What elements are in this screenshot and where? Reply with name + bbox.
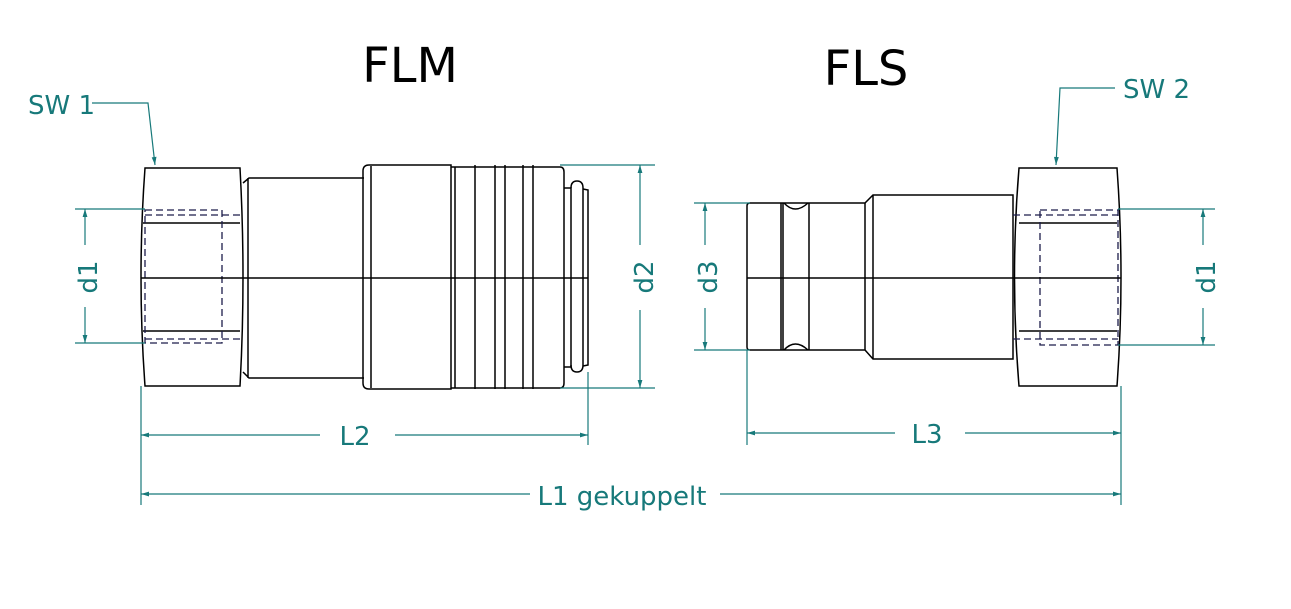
fls-hex-nut xyxy=(1013,167,1122,387)
fls-groove xyxy=(783,202,809,351)
label-sw2: SW 2 xyxy=(1123,75,1190,105)
label-l1: L1 gekuppelt xyxy=(538,482,707,512)
fls-body xyxy=(746,194,1014,360)
fls-nipple xyxy=(746,167,1122,387)
dimensions: SW 1 SW 2 d1 d2 d3 d1 xyxy=(28,75,1222,512)
flm-coupling xyxy=(140,164,589,390)
label-d3: d3 xyxy=(694,260,724,293)
flm-sleeve xyxy=(362,164,452,390)
label-d2: d2 xyxy=(630,260,660,293)
sw2-leader xyxy=(1054,87,1115,166)
label-l2: L2 xyxy=(339,422,370,452)
sw1-leader xyxy=(92,102,157,166)
flm-thread-hidden xyxy=(144,209,223,344)
label-d1-left: d1 xyxy=(74,260,104,293)
title-fls: FLS xyxy=(824,41,909,97)
label-d1-right: d1 xyxy=(1192,260,1222,293)
flm-hex-nut xyxy=(140,167,244,387)
label-sw1: SW 1 xyxy=(28,91,95,121)
label-l3: L3 xyxy=(911,420,942,450)
title-flm: FLM xyxy=(362,38,458,94)
